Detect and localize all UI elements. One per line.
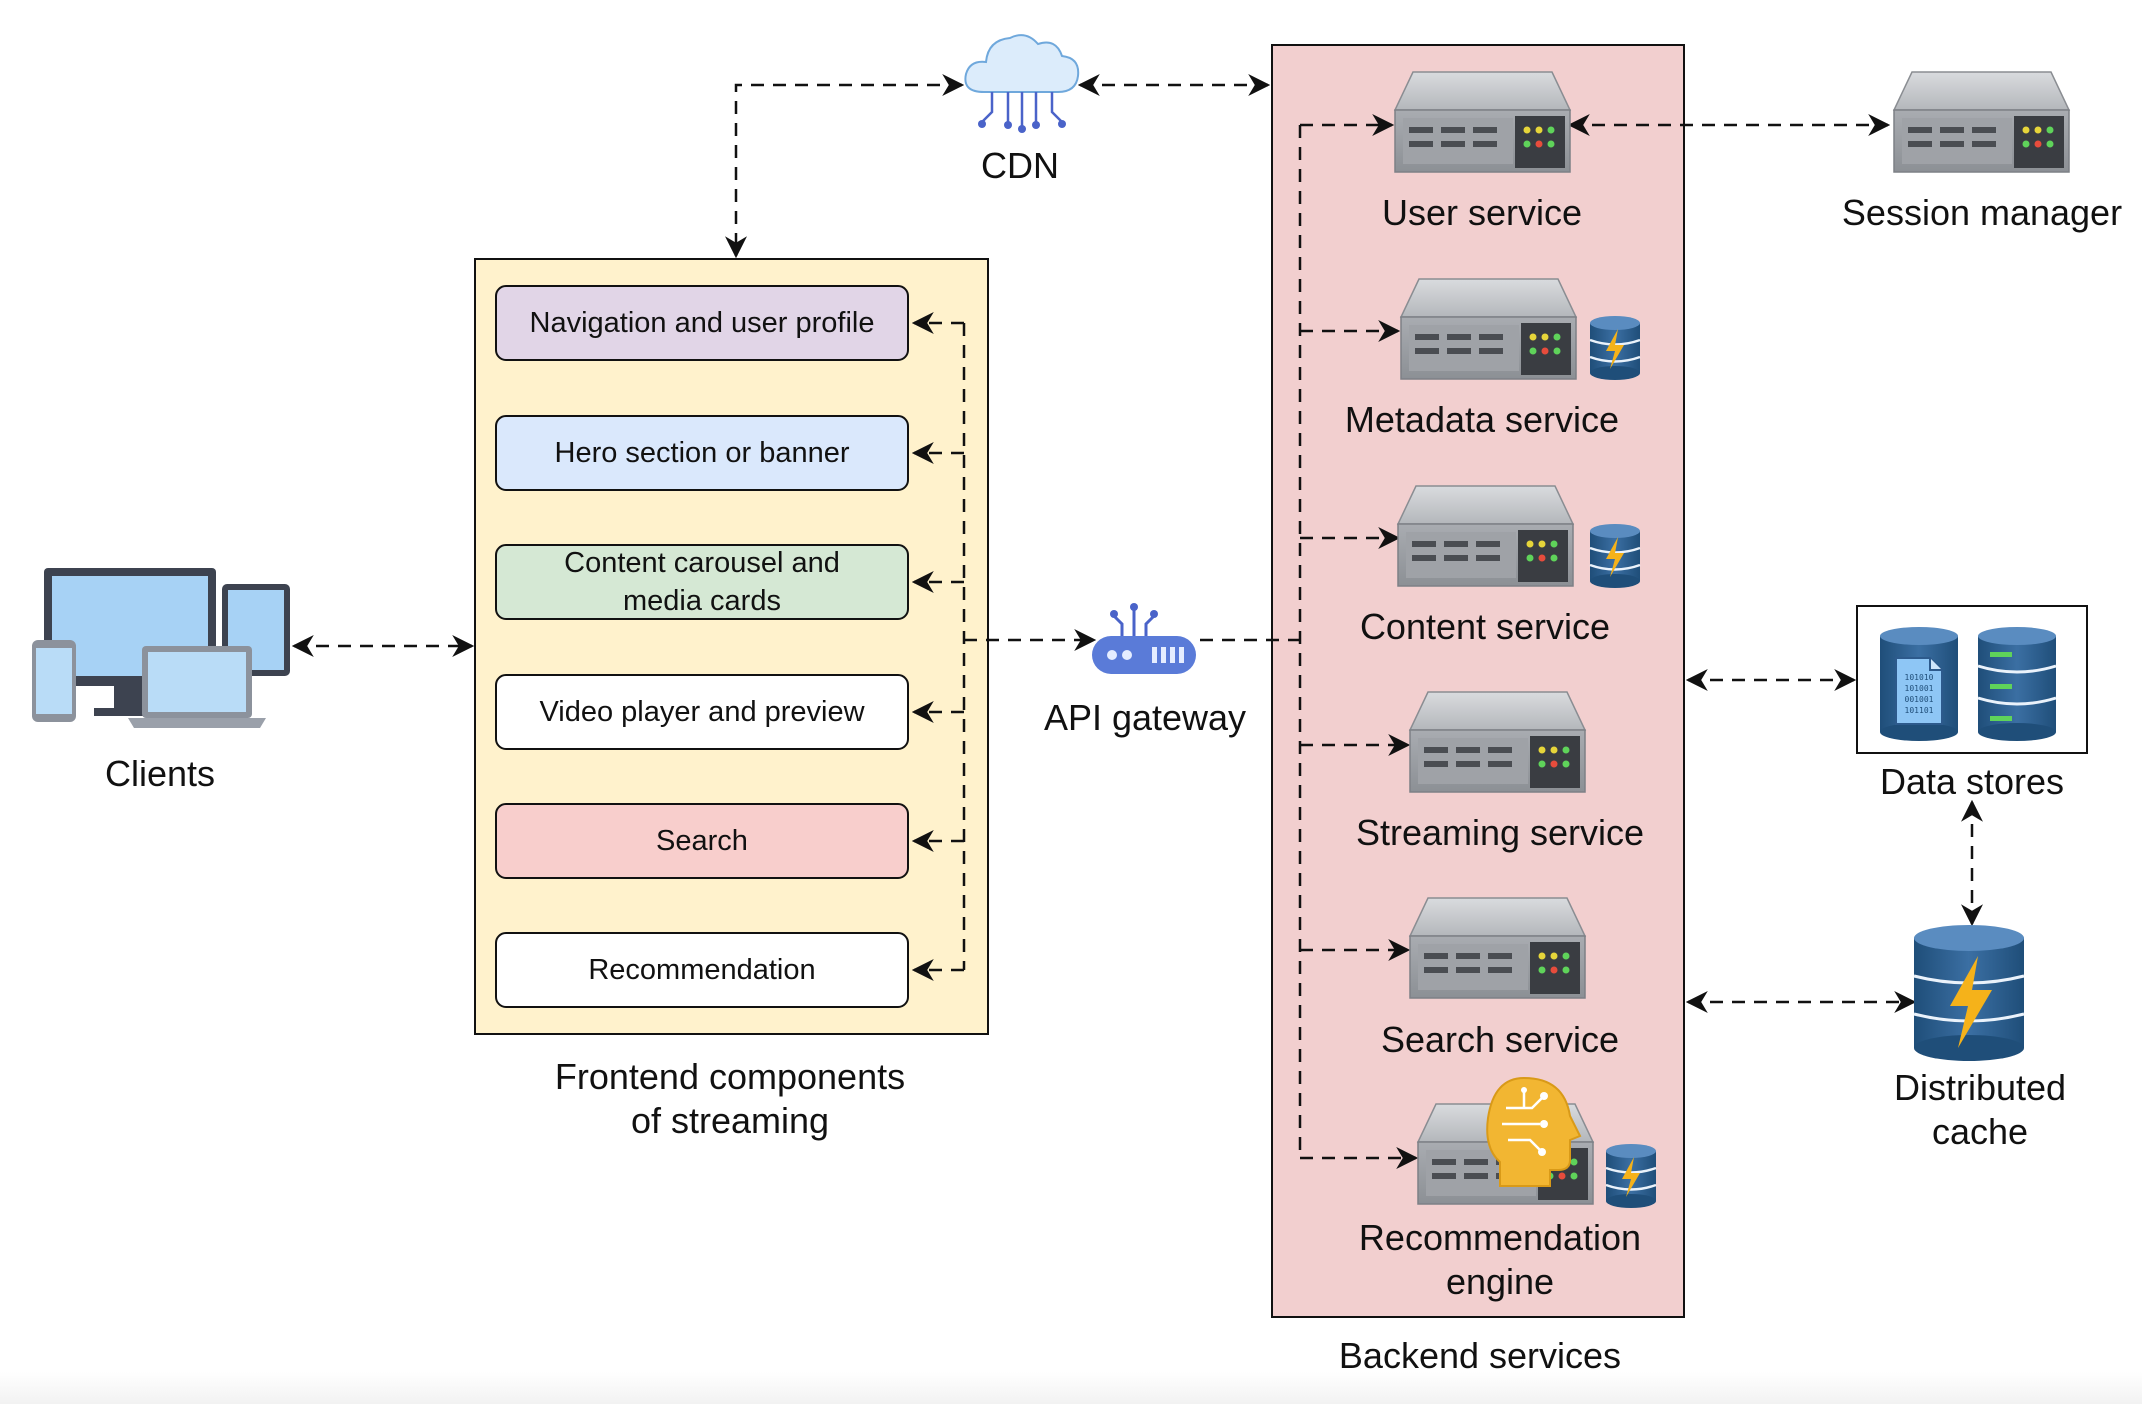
distributed-cache-label: Distributed cache	[1893, 1067, 2067, 1152]
search-box: Search	[495, 803, 909, 879]
api-gateway-label: API gateway	[1043, 697, 1247, 738]
hero-section-box: Hero section or banner	[495, 415, 909, 491]
ai-head-icon	[1486, 1076, 1582, 1187]
recommendation-box: Recommendation	[495, 932, 909, 1008]
streaming-service-label: Streaming service	[1355, 812, 1645, 853]
session-manager-label: Session manager	[1841, 192, 2123, 233]
clients-label: Clients	[104, 753, 216, 794]
metadata-service-label: Metadata service	[1344, 399, 1620, 440]
content-service-label: Content service	[1359, 606, 1611, 647]
binary-line-2: 101001	[1905, 684, 1934, 693]
recommendation-engine-label: Recommendation engine	[1358, 1217, 1642, 1302]
binary-line-3: 001001	[1905, 695, 1934, 704]
metadata-service-server-icon	[1400, 278, 1577, 380]
data-store-file-db-icon: 101010 101001 001001 101101	[1880, 627, 1958, 741]
binary-line-4: 101101	[1905, 706, 1934, 715]
binary-line-1: 101010	[1905, 673, 1934, 682]
navigation-user-profile-box: Navigation and user profile	[495, 285, 909, 361]
recommendation-cache-db-icon	[1604, 1142, 1658, 1210]
content-carousel-box: Content carousel and media cards	[495, 544, 909, 620]
cdn-label: CDN	[981, 145, 1059, 186]
data-stores-label: Data stores	[1879, 761, 2065, 802]
user-service-label: User service	[1381, 192, 1583, 233]
cdn-frontend-connector	[725, 74, 965, 259]
user-service-server-icon	[1394, 71, 1571, 173]
cdn-cloud-icon	[964, 34, 1080, 133]
frontend-caption: Frontend components of streaming	[554, 1056, 906, 1141]
backend-caption: Backend services	[1338, 1335, 1622, 1376]
content-service-server-icon	[1397, 485, 1574, 587]
frontend-container	[474, 258, 989, 1035]
content-cache-db-icon	[1588, 522, 1642, 590]
bottom-shadow	[0, 1372, 2142, 1404]
search-service-label: Search service	[1380, 1019, 1620, 1060]
search-service-server-icon	[1409, 897, 1586, 999]
session-manager-server-icon	[1893, 71, 2070, 173]
connectors	[291, 74, 1983, 1169]
data-store-stack-db-icon	[1977, 627, 2057, 741]
streaming-service-server-icon	[1409, 691, 1586, 793]
metadata-cache-db-icon	[1588, 314, 1642, 382]
router-icon	[1092, 603, 1196, 674]
devices-icon	[32, 568, 290, 728]
distributed-cache-db-icon	[1913, 925, 2025, 1061]
video-player-box: Video player and preview	[495, 674, 909, 750]
